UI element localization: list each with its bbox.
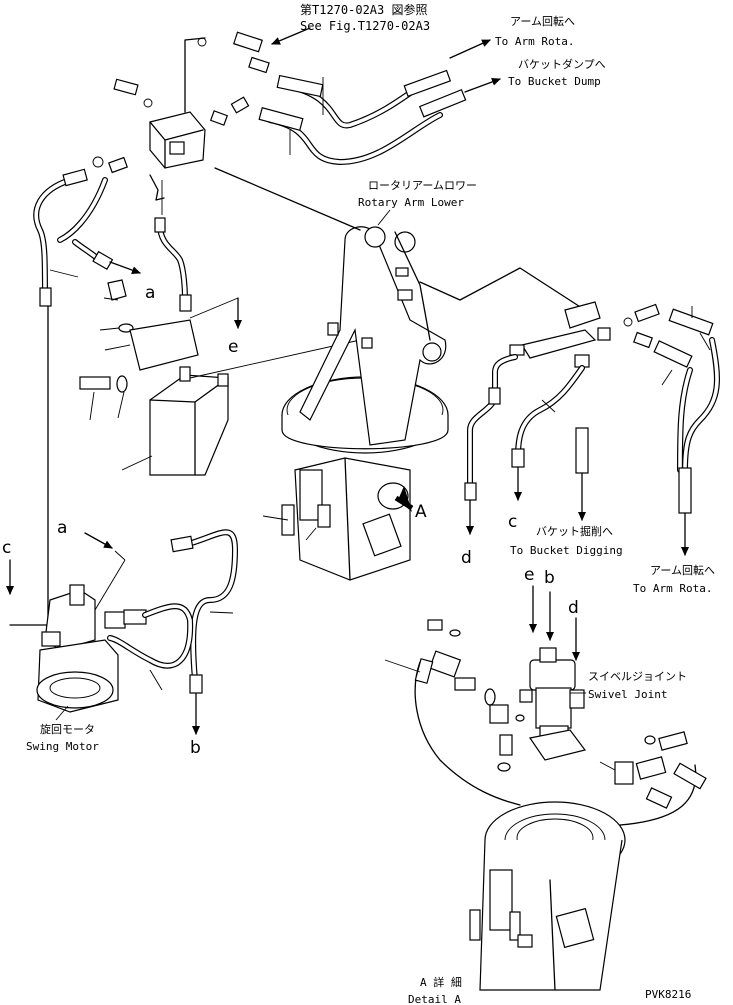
callout-rotary-arm-lower-en: Rotary Arm Lower: [358, 196, 464, 209]
callout-detail-a-jp: A 詳 細: [420, 975, 462, 989]
rotary-arm-lower: [214, 167, 586, 581]
marker-c-left: c: [2, 538, 11, 558]
left-hoses: [9, 168, 114, 626]
callout-see-fig-en: See Fig.T1270-02A3: [300, 19, 430, 33]
callout-detail-a-en: Detail A: [408, 993, 461, 1005]
drawing-code: PVK8216: [645, 988, 691, 1001]
callout-bucket-digging-en: To Bucket Digging: [510, 544, 623, 557]
callout-bucket-dump-en: To Bucket Dump: [508, 75, 601, 88]
marker-c-right: c: [508, 512, 517, 532]
callout-arm-rota-right-en: To Arm Rota.: [633, 582, 712, 595]
callout-rotary-arm-lower-jp: ロータリアームロワー: [368, 179, 477, 192]
upper-right-hoses: [258, 69, 467, 165]
marker-d-detail: d: [568, 598, 579, 618]
upper-fittings: [92, 31, 270, 201]
text-labels: 第T1270-02A3 図参照 See Fig.T1270-02A3 アーム回転…: [2, 2, 715, 1005]
callout-swing-motor-en: Swing Motor: [26, 740, 99, 753]
callout-arm-rota-top-en: To Arm Rota.: [495, 35, 574, 48]
swivel-joint: [384, 619, 707, 809]
callout-see-fig-jp: 第T1270-02A3 図参照: [300, 2, 427, 17]
marker-a-left: a: [57, 518, 67, 538]
callout-swivel-joint-en: Swivel Joint: [588, 688, 667, 701]
callout-arm-rota-right-jp: アーム回転へ: [650, 564, 715, 577]
marker-e-left: e: [228, 337, 238, 357]
right-valve-assembly: [509, 301, 714, 386]
marker-view-a: A: [415, 502, 427, 522]
callout-swivel-joint-jp: スイベルジョイント: [588, 670, 687, 683]
marker-b-left: b: [190, 738, 201, 758]
callout-swing-motor-jp: 旋回モータ: [40, 722, 95, 736]
marker-b-detail: b: [544, 568, 555, 588]
marker-d-right: d: [461, 548, 472, 568]
swing-motor: [36, 550, 147, 721]
center-small-hose: [154, 180, 239, 320]
marker-e-detail: e: [524, 565, 534, 585]
flow-arrows: [6, 27, 689, 735]
marker-a-top: a: [145, 283, 155, 303]
guard-assembly: [79, 279, 361, 476]
detail-a-view: [414, 661, 697, 991]
swing-motor-hoses: [107, 529, 238, 694]
upper-valve-block: [149, 37, 207, 169]
right-hoses: [464, 332, 720, 514]
callout-arm-rota-top-jp: アーム回転へ: [510, 15, 575, 28]
callout-bucket-digging-jp: バケット掘削へ: [536, 524, 613, 538]
callout-bucket-dump-jp: バケットダンプへ: [518, 57, 606, 71]
